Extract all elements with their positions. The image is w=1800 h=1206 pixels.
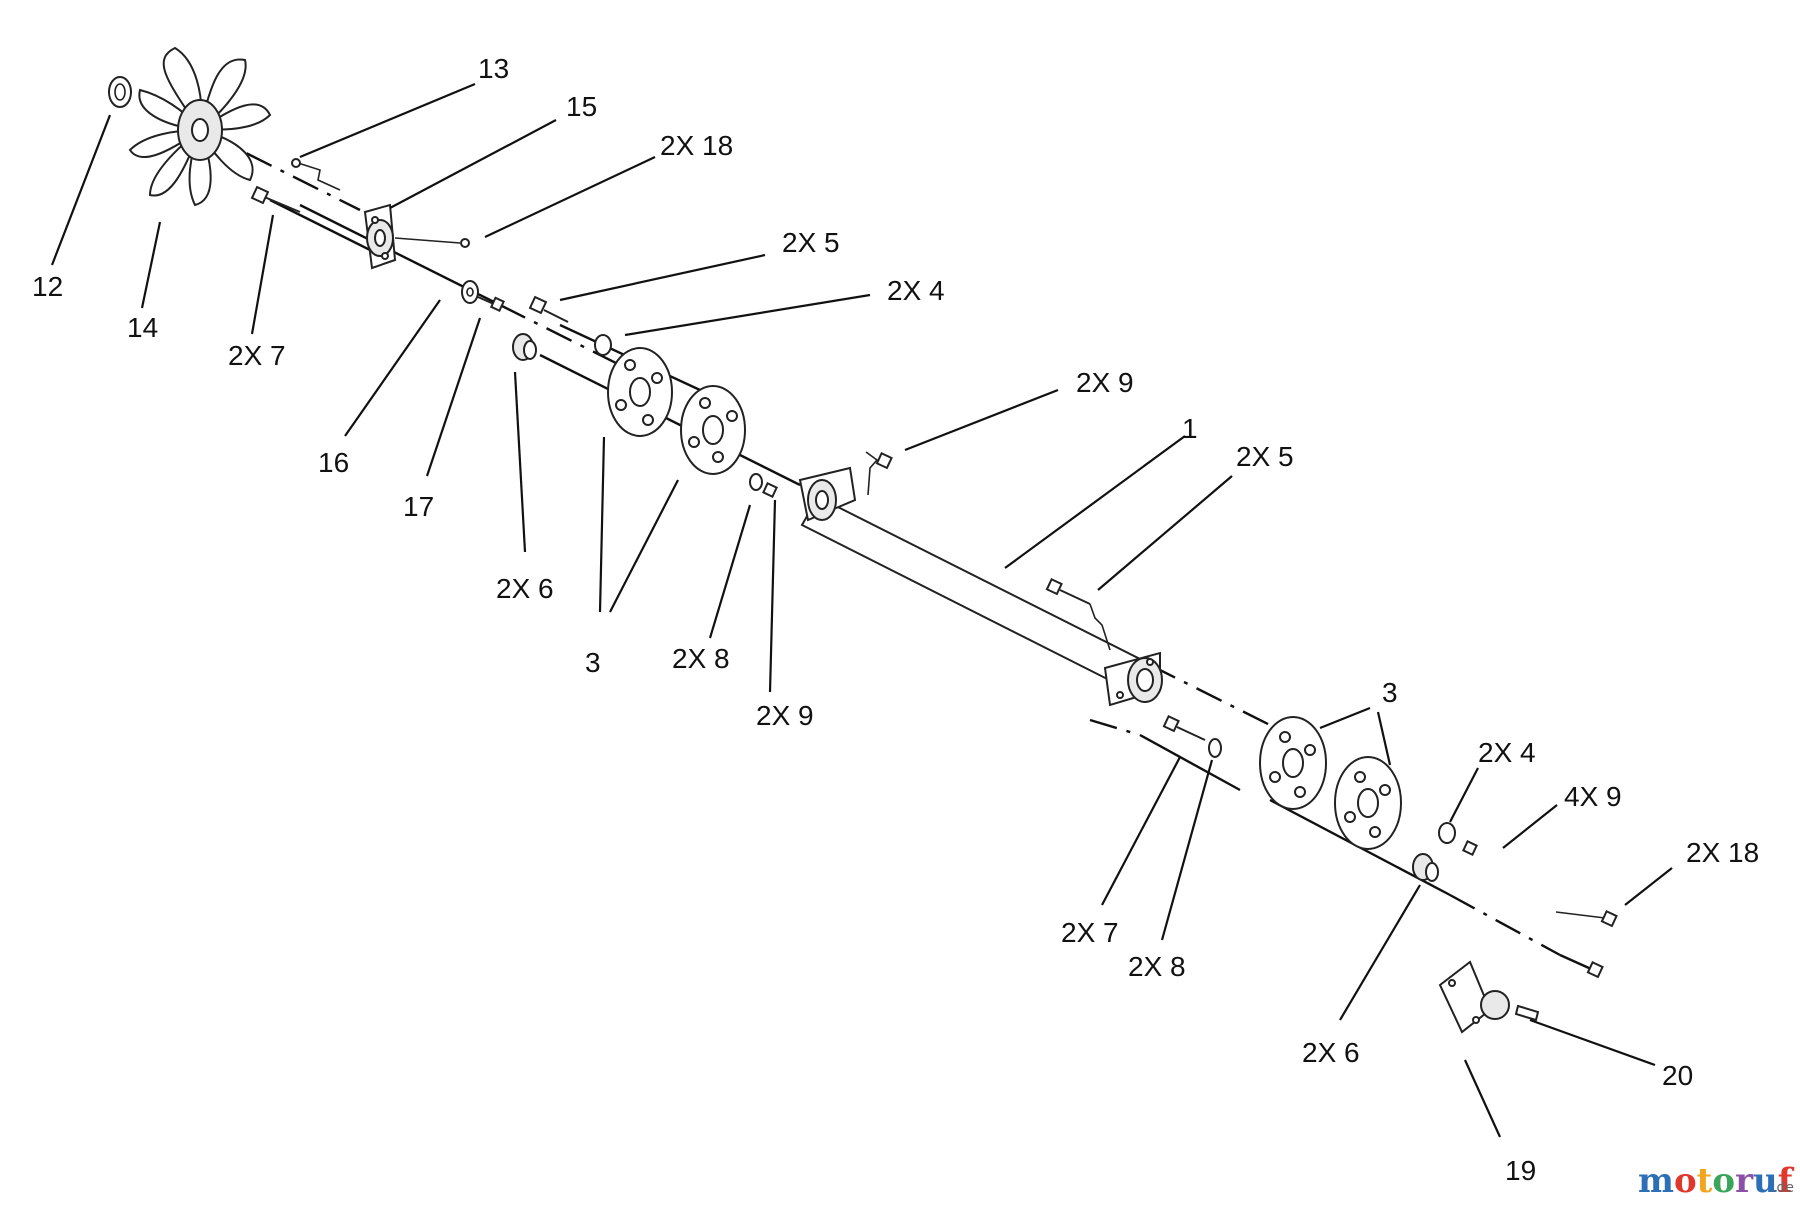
- right-hardware: [1162, 715, 1618, 1034]
- callout-16: 16: [318, 447, 349, 478]
- callout-2x5-bot: 2X 5: [1236, 441, 1294, 472]
- callout-2x8-top: 2X 8: [672, 643, 730, 674]
- callout-2x6-top: 2X 6: [496, 573, 554, 604]
- callout-13: 13: [478, 53, 509, 84]
- fan-assembly: [108, 46, 272, 207]
- watermark-letter: r: [1735, 1161, 1754, 1201]
- pin-20: [1514, 1004, 1540, 1022]
- callout-2x5-top: 2X 5: [782, 227, 840, 258]
- callout-1: 1: [1182, 413, 1198, 444]
- flange-discs-3-right: [1259, 716, 1402, 850]
- callout-19: 19: [1505, 1155, 1536, 1186]
- callout-17: 17: [403, 491, 434, 522]
- callout-2x7-top: 2X 7: [228, 340, 286, 371]
- left-washer-nut: [749, 451, 893, 498]
- callout-2x18-bot: 2X 18: [1686, 837, 1759, 868]
- watermark-suffix: .de: [1772, 1180, 1794, 1196]
- watermark-letter: t: [1697, 1161, 1713, 1201]
- callout-2x8-bot: 2X 8: [1128, 951, 1186, 982]
- callout-12: 12: [32, 271, 63, 302]
- washer-16: [461, 280, 479, 304]
- bearing-19: [1438, 960, 1510, 1034]
- watermark-letter: o: [1712, 1161, 1735, 1201]
- callout-labels: 13 15 2X 18 12 14 2X 7 2X 5 2X 4 16 17 2…: [32, 53, 1759, 1186]
- callout-3-bot: 3: [1382, 677, 1398, 708]
- callout-4x9: 4X 9: [1564, 781, 1622, 812]
- callout-2x7-bot: 2X 7: [1061, 917, 1119, 948]
- callout-2x4-top: 2X 4: [887, 275, 945, 306]
- flange-discs-3-left: [607, 347, 746, 475]
- motoruf-watermark-logo: motoruf .de: [1638, 1161, 1795, 1201]
- callout-15: 15: [566, 91, 597, 122]
- watermark-letter: m: [1638, 1161, 1674, 1201]
- callout-20: 20: [1662, 1060, 1693, 1091]
- watermark-letter: f: [1778, 1161, 1795, 1201]
- watermark-letter: u: [1753, 1161, 1778, 1201]
- fan-blades-14: [128, 46, 272, 207]
- callout-2x6-bot: 2X 6: [1302, 1037, 1360, 1068]
- callout-3-top: 3: [585, 647, 601, 678]
- watermark-letter: o: [1674, 1161, 1697, 1201]
- leader-lines: [50, 82, 1673, 1138]
- flange-bearing-15: [363, 203, 397, 270]
- hub-cap-12: [108, 76, 132, 108]
- callout-14: 14: [127, 312, 158, 343]
- callout-2x18-top: 2X 18: [660, 130, 733, 161]
- callout-2x9-top: 2X 9: [756, 700, 814, 731]
- callout-2x4-bot: 2X 4: [1478, 737, 1536, 768]
- main-shaft-1: [798, 466, 1163, 707]
- left-hardware: [250, 158, 612, 361]
- callout-2x9-mid: 2X 9: [1076, 367, 1134, 398]
- watermark-letters: motoruf: [1638, 1161, 1795, 1201]
